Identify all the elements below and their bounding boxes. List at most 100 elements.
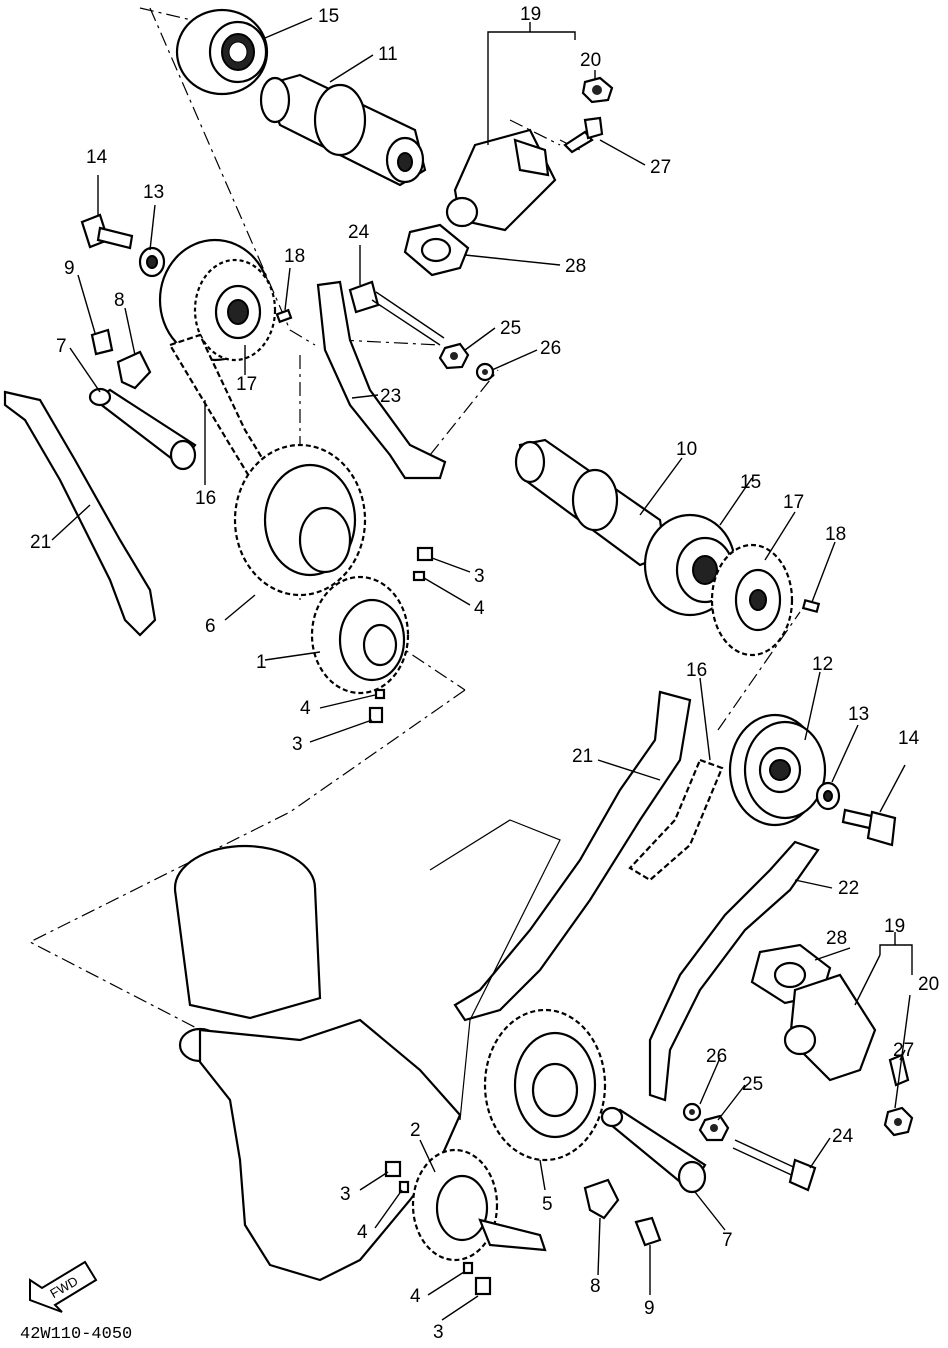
callout-2: 2 [410,1120,421,1141]
callout-labels: 15 11 19 20 27 28 14 13 24 18 9 8 25 26 … [30,4,939,1343]
callout-15-top: 15 [318,6,339,27]
bolt-14-right [841,808,897,847]
fwd-arrow-icon: FWD [29,1260,98,1313]
callout-13-right: 13 [848,704,869,725]
chain-16-right [628,758,724,882]
washer-13-top [138,246,166,278]
callout-27-top: 27 [650,157,671,178]
bolt-14-top [80,213,134,250]
callout-26-top: 26 [540,338,561,359]
small-parts-3-4-low [384,1160,492,1296]
callout-17-top: 17 [236,374,257,395]
callout-4-mid-a: 4 [474,598,485,619]
gear-6 [233,443,367,597]
callout-26-right: 26 [706,1046,727,1067]
callout-15-right: 15 [740,472,761,493]
callout-13-top: 13 [143,182,164,203]
plate-8-top [116,350,152,390]
callout-6: 6 [205,616,216,637]
bolt-27-top [563,116,604,154]
camshaft-10 [514,438,667,567]
callout-16-right: 16 [686,660,707,681]
washer-26-right [682,1102,702,1122]
callout-24-right: 24 [832,1126,854,1147]
callout-11: 11 [378,44,398,65]
callout-5: 5 [542,1194,553,1215]
washer-13-right [815,781,841,811]
callout-4-low-a: 4 [357,1222,368,1243]
callout-3-mid-b: 3 [292,734,303,755]
callout-14-top: 14 [86,147,108,168]
callout-23: 23 [380,386,401,407]
gear-5 [483,1008,607,1162]
small-parts-3-4-mid [368,546,434,724]
bolt-24-top [348,280,445,346]
pin-18-top [275,308,293,324]
cover-12 [728,713,827,827]
callout-3-mid-a: 3 [474,566,485,587]
shaft-7-right [600,1106,707,1194]
bolt-9-top [90,328,114,356]
callout-27-right: 27 [893,1040,914,1061]
callout-19-right: 19 [884,916,905,937]
callout-28-top: 28 [565,256,586,277]
nut-25-top [438,342,470,370]
callout-25-top: 25 [500,318,521,339]
sprocket-17-top [158,238,277,362]
chain-guide-22 [648,840,820,1102]
callout-18-right: 18 [825,524,846,545]
callout-22: 22 [838,878,859,899]
callout-10: 10 [676,439,697,460]
callout-24-top: 24 [348,222,370,243]
callout-8-right: 8 [590,1276,601,1297]
gear-1 [310,575,410,695]
callout-20-right: 20 [918,974,939,995]
chain-guide-23 [316,280,447,480]
callout-12: 12 [812,654,833,675]
callout-28-right: 28 [826,928,847,949]
callout-7-top: 7 [56,336,67,357]
bearing-15-top [175,8,269,96]
cap-bolt-20-right [883,1106,914,1137]
crankshaft-cylinder [173,819,561,1282]
chain-guide-21-right [453,690,692,1022]
part-code: 42W110-4050 [20,1325,132,1343]
callout-4-low-b: 4 [410,1286,421,1307]
reference-lines [28,7,801,1036]
cap-bolt-20-top [581,76,614,104]
gasket-28-top [403,223,470,277]
callout-17-right: 17 [783,492,804,513]
callout-9-top: 9 [64,258,75,279]
bolt-24-right [732,1139,817,1192]
callout-8-top: 8 [114,290,125,311]
sprocket-17-right [710,543,794,657]
bolt-27-right [888,1053,910,1087]
callout-25-right: 25 [742,1074,763,1095]
callout-19-top: 19 [520,4,541,25]
callout-3-low-b: 3 [433,1322,444,1343]
gear-2 [411,1148,547,1262]
tensioner-19-top [445,128,557,232]
camshaft-11 [259,73,427,187]
tensioner-19-right [783,973,877,1082]
callout-21-top: 21 [30,532,51,553]
leader-lines [51,17,913,1321]
callout-16-top: 16 [195,488,216,509]
shaft-7-top [88,387,197,471]
pin-18-right [801,598,821,614]
callout-14-right: 14 [898,728,920,749]
callout-4-mid-b: 4 [300,698,311,719]
washer-26-top [475,362,495,382]
callout-7-right: 7 [722,1230,733,1251]
plate-8-right [583,1178,620,1220]
callout-20-top: 20 [580,50,601,71]
nut-25-right [698,1114,730,1142]
callout-18-top: 18 [284,246,305,267]
callout-9-right: 9 [644,1298,655,1319]
callout-21-right: 21 [572,746,593,767]
callout-1: 1 [256,652,267,673]
bolt-9-right [634,1216,662,1247]
callout-3-low-a: 3 [340,1184,351,1205]
